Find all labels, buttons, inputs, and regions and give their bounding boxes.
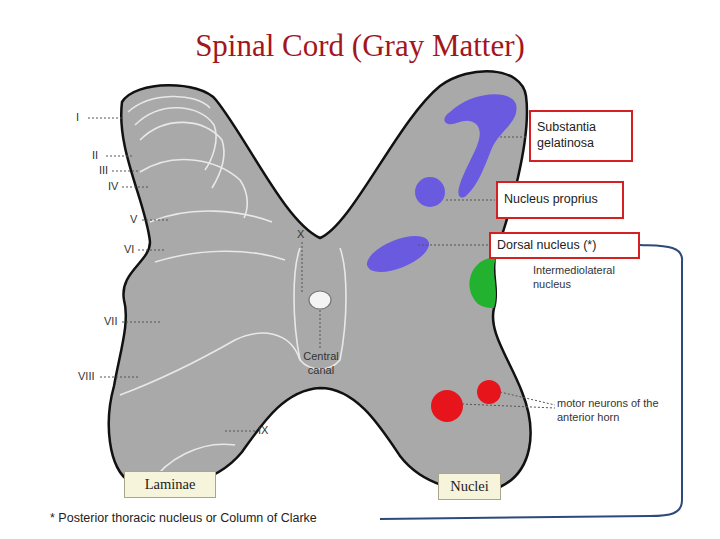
lamina-number: IV (108, 180, 118, 194)
footnote: * Posterior thoracic nucleus or Column o… (50, 511, 317, 527)
lamina-line (140, 122, 224, 188)
node-text: Nucleus proprius (504, 192, 598, 208)
structure-label: motor neurons of the anterior horn (557, 397, 687, 425)
leader-line (138, 250, 166, 251)
lamina-number: VII (104, 315, 117, 329)
leader-line (122, 322, 160, 323)
section-label-box: Laminae (124, 471, 216, 498)
lamina-borders (120, 96, 346, 485)
gray-matter (109, 71, 531, 490)
callout-box: Nucleus proprius (496, 181, 624, 219)
leader-line (500, 137, 528, 138)
leader-line (142, 220, 170, 221)
lamina-line (128, 96, 210, 112)
motor-neuron-area (477, 380, 501, 404)
leader-line (112, 171, 140, 172)
leader-line (88, 118, 122, 119)
structure-label: Central canal (296, 350, 346, 378)
node-text: Dorsal nucleus (*) (497, 238, 596, 254)
central-canal (309, 291, 331, 309)
leader-lines (88, 118, 555, 431)
node-text: Laminae (145, 475, 196, 493)
leader-line (418, 245, 488, 246)
leader-line (106, 156, 134, 157)
section-label-box: Nuclei (438, 473, 501, 500)
lamina-number: X (297, 228, 304, 242)
lamina-line (155, 251, 285, 262)
lamina-number: IX (258, 424, 268, 438)
lamina-number: III (99, 164, 108, 178)
lamina-number: II (92, 149, 98, 163)
motor-neuron-area (431, 390, 463, 422)
lamina-line (135, 108, 216, 170)
lamina-number: V (130, 213, 137, 227)
structure-label: Intermediolateral nucleus (533, 264, 653, 292)
lamina-line (140, 160, 247, 218)
leader-line (500, 392, 555, 405)
intermediolateral-area (469, 258, 496, 308)
nucleus-proprius-area (415, 177, 445, 207)
lamina-line (120, 333, 300, 395)
lamina-number: VIII (78, 370, 95, 384)
leader-line (302, 242, 303, 292)
leader-line (100, 377, 140, 378)
node-text: Nuclei (450, 477, 489, 495)
lamina-number: I (76, 111, 79, 125)
callout-box: Dorsal nucleus (*) (489, 232, 640, 259)
footnote-bracket-line (380, 245, 682, 519)
node-text: Substantia gelatinosa (537, 120, 625, 151)
leader-line (122, 187, 150, 188)
lamina-number: VI (124, 243, 134, 257)
leader-line (462, 404, 555, 408)
leader-line (320, 310, 321, 348)
lamina-line (150, 211, 272, 222)
leader-line (225, 431, 256, 432)
callout-box: Substantia gelatinosa (529, 110, 633, 162)
leader-line (446, 200, 495, 201)
dorsal-nucleus-area (362, 229, 434, 280)
diagram-title: Spinal Cord (Gray Matter) (0, 28, 720, 64)
